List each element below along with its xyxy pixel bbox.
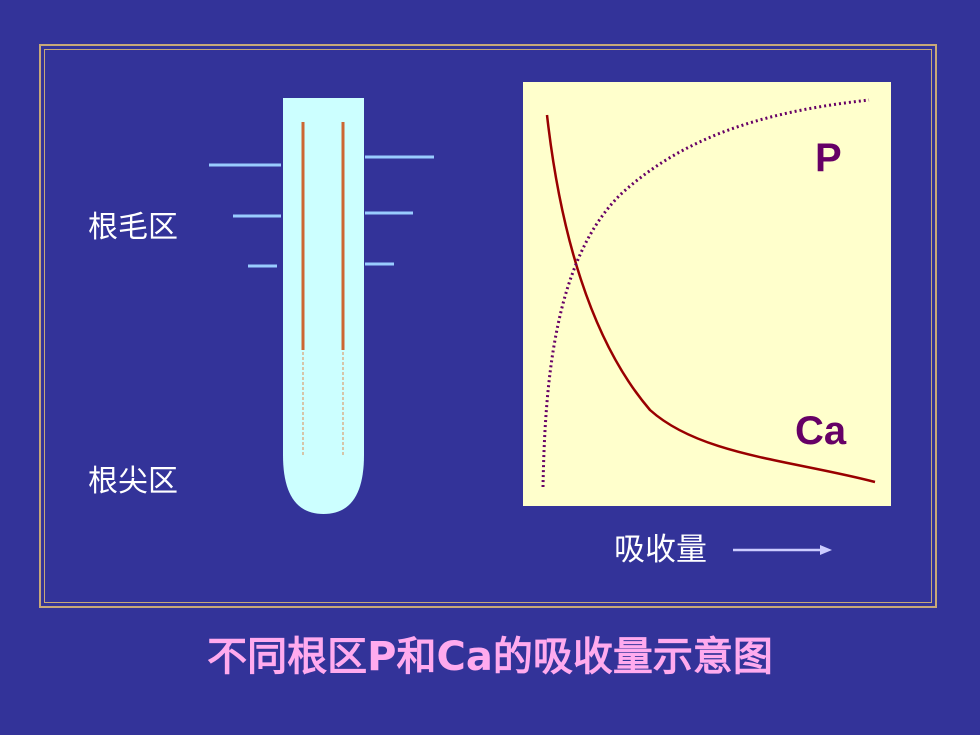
ca-curve-label: Ca bbox=[795, 409, 847, 453]
absorption-axis-label: 吸收量 bbox=[614, 532, 707, 568]
root-body bbox=[283, 98, 364, 514]
outer-frame bbox=[39, 44, 937, 608]
page-title: 不同根区P和Ca的吸收量示意图 bbox=[207, 634, 773, 680]
root-illustration bbox=[209, 98, 434, 514]
root-hair-zone-label: 根毛区 bbox=[88, 210, 178, 245]
p-curve-label: P bbox=[815, 136, 842, 180]
root-tip-zone-label: 根尖区 bbox=[88, 464, 178, 499]
absorption-plot: P Ca bbox=[523, 82, 891, 506]
inner-frame bbox=[44, 49, 932, 603]
plot-area bbox=[523, 82, 891, 506]
ca-curve bbox=[545, 114, 876, 484]
absorption-arrow bbox=[733, 545, 832, 555]
